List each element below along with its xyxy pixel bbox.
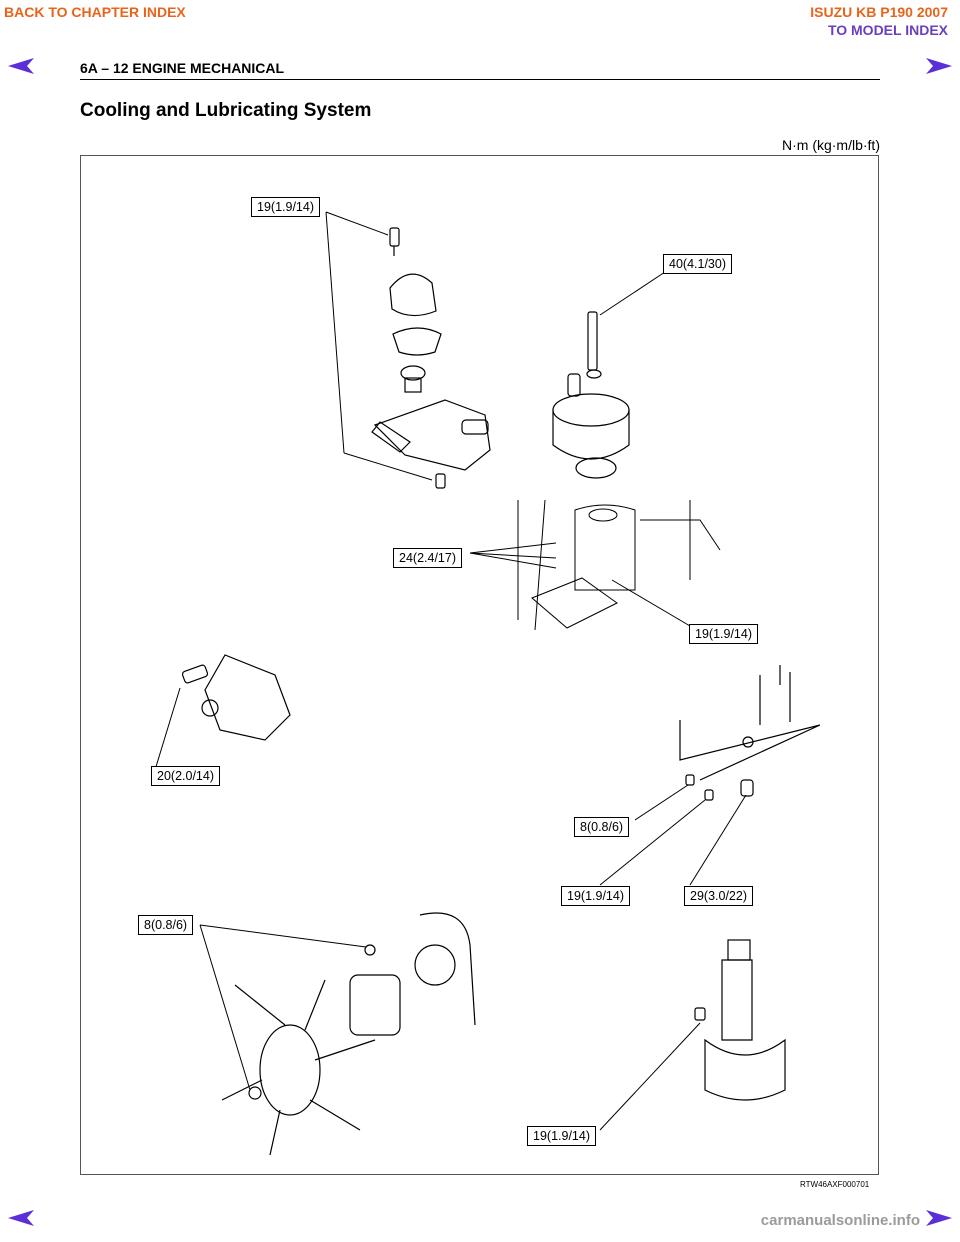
leader-lines (154, 211, 747, 1131)
callout-oil-pump-bolt: 19(1.9/14) (527, 1126, 596, 1146)
prev-page-bottom-arrow-icon[interactable] (8, 1210, 34, 1226)
back-to-chapter-link[interactable]: BACK TO CHAPTER INDEX (4, 4, 186, 20)
oil-pump-drawing (694, 939, 786, 1101)
oil-filter-drawing (552, 311, 630, 479)
water-pump-drawing (181, 654, 291, 741)
callout-thermostat-bolt: 19(1.9/14) (251, 197, 320, 217)
model-title-link[interactable]: ISUZU KB P190 2007 (810, 4, 948, 20)
callout-block-plug: 19(1.9/14) (689, 624, 758, 644)
next-page-bottom-arrow-icon[interactable] (926, 1210, 952, 1226)
callout-oil-filter-bolt: 40(4.1/30) (663, 254, 732, 274)
callout-water-pump-bolt: 20(2.0/14) (151, 766, 220, 786)
prev-page-arrow-icon[interactable] (8, 58, 34, 74)
thermostat-housing-drawing (371, 227, 491, 489)
callout-pipe-nut: 8(0.8/6) (574, 817, 630, 837)
callout-block-bolts: 24(2.4/17) (393, 548, 462, 568)
oil-pipe-drawing (679, 665, 821, 801)
callout-pipe-bolt: 19(1.9/14) (561, 886, 630, 906)
figure-code: RTW46AXF000701 (800, 1180, 870, 1189)
callout-fan-nut: 8(0.8/6) (138, 915, 194, 935)
torque-units: N·m (kg·m/lb·ft) (782, 137, 880, 153)
cooling-fan-drawing (221, 912, 476, 1156)
to-model-index-link[interactable]: TO MODEL INDEX (827, 22, 948, 38)
section-title: Cooling and Lubricating System (80, 100, 372, 121)
engine-block-drawing (517, 499, 721, 631)
next-page-arrow-icon[interactable] (926, 58, 952, 74)
header-rule (80, 79, 880, 80)
watermark-text: carmanualsonline.info (760, 1212, 920, 1229)
diagram-frame (80, 155, 879, 1175)
page-header: 6A – 12 ENGINE MECHANICAL (80, 60, 285, 76)
callout-pipe-union-bolt: 29(3.0/22) (684, 886, 753, 906)
